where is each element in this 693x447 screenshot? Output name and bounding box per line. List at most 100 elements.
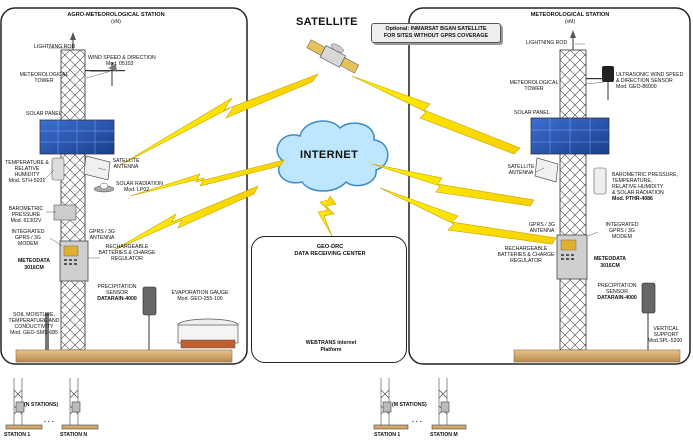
left-ground [15, 349, 233, 363]
left-temp-label-2: RELATIVE [14, 166, 40, 172]
left-baro-label-2: PRESSURE [11, 212, 41, 218]
left-temp-model: Mod. STH-5031 [8, 178, 46, 184]
left-evap-label: EVAPORATION GAUGE [171, 290, 229, 296]
pointer-lines [43, 43, 605, 259]
right-support-model: Mod.SPL-5200 [647, 338, 683, 344]
left-temp-label-3: HUMIDITY [14, 172, 40, 178]
right-tower-label-2: TOWER [524, 86, 544, 92]
left-soil-label-1: SOIL MOISTURE, [13, 312, 55, 318]
right-station-panel [408, 7, 691, 365]
right-ellipsis: . . . [412, 417, 422, 424]
satellite-title: SATELLITE [296, 16, 358, 28]
right-precip-model: DATARAIN-4000 [597, 295, 637, 301]
right-sat-antenna-label-2: ANTENNA [508, 170, 534, 176]
right-ultrasonic-model: Mod. GEO-86000 [616, 84, 657, 90]
right-precip-label-2: SENSOR [606, 289, 628, 295]
right-gprs-antenna-label-1: GPRS / 3G [529, 222, 555, 228]
right-logger-label-2: 3016CM [600, 263, 620, 269]
left-ellipsis: . . . [44, 417, 54, 424]
optional-note-line-1: Optional: INMARSAT BGAN SATELLITE [385, 26, 487, 32]
left-tower [15, 32, 239, 363]
left-station-1-label: STATION 1 [4, 432, 31, 438]
left-logger-label-2: 3016CM [24, 265, 44, 271]
optional-note-line-2: FOR SITES WITHOUT GPRS COVERAGE [383, 33, 489, 39]
webtrans-label-2: Platform [320, 347, 342, 353]
left-logger-label-1: METEODATA [17, 258, 51, 264]
right-station-subtitle: (xM) [564, 19, 576, 25]
right-multi-label-2: TEMPERATURE, [612, 178, 653, 184]
right-gprs-label-2: GPRS / 3G [609, 228, 635, 234]
right-gprs-label-3: MODEM [612, 234, 632, 240]
left-station-subtitle: (xN) [111, 19, 121, 25]
right-gprs-label-1: INTEGRATED [605, 222, 639, 228]
left-gprs-label-1: INTEGRATED [11, 229, 45, 235]
left-solar-rad-model: Mod. LP02 [124, 187, 150, 193]
right-battery-label-1: RECHARGEABLE [504, 246, 548, 252]
data-center-title-2: DATA RECEIVING CENTER [294, 251, 366, 257]
right-logger-label-1: METEODATA [593, 256, 627, 262]
right-battery-label-3: REGULATOR [510, 258, 542, 264]
right-support-label-1: VERTICAL [653, 326, 679, 332]
left-wind-sensor-label: WIND SPEED & DIRECTION [88, 55, 156, 61]
left-precip-label-1: PRECIPITATION [97, 284, 137, 290]
satellite-shape [306, 39, 360, 74]
left-precip-label-2: SENSOR [106, 290, 128, 296]
right-multi-label-4: & SOLAR RADIATION [612, 190, 664, 196]
left-wind-sensor-model: Mod. 05103 [106, 61, 134, 67]
station-m-label: STATION M [430, 432, 458, 438]
right-battery-label-2: BATTERIES & CHARGE [497, 252, 555, 258]
optional-satellite-note: Optional: INMARSAT BGAN SATELLITE FOR SI… [371, 23, 501, 43]
right-multi-label-1: BAROMETRIC PRESSURE, [612, 172, 679, 178]
right-precip-label-1: PRECIPITATION [597, 283, 637, 289]
n-stations-label: (N STATIONS) [24, 402, 59, 408]
internet-cloud [276, 120, 389, 192]
left-gprs-antenna-label-1: GPRS / 3G [89, 229, 115, 235]
left-gprs-label-3: MODEM [18, 241, 38, 247]
left-gprs-antenna-label-2: ANTENNA [89, 235, 115, 241]
right-ultrasonic-label-2: & DIRECTION SENSOR [616, 78, 673, 84]
left-station-title: AGRO-METEOROLOGICAL STATION [67, 12, 165, 18]
right-tower-label-1: METEOROLOGICAL [509, 80, 559, 86]
left-sat-antenna-label-1: SATELLITE [112, 158, 140, 164]
left-soil-label-2: TEMPERATURE AND [8, 318, 60, 324]
left-precip-model: DATARAIN-4000 [97, 296, 137, 302]
webtrans-label-1: WEBTRANS Internet [305, 340, 357, 346]
right-solar-panel-label: SOLAR PANEL [514, 110, 550, 116]
right-gprs-antenna-label-2: ANTENNA [529, 228, 555, 234]
left-battery-label-2: BATTERIES & CHARGE [98, 250, 156, 256]
software-label: GEONICA SUITE 4K [272, 288, 322, 294]
right-tower [513, 30, 681, 363]
left-temp-label-1: TEMPERATURE & [5, 160, 49, 166]
left-gprs-label-2: GPRS / 3G [15, 235, 41, 241]
left-lightning-rod-label: LIGHTNING ROD [34, 44, 76, 50]
left-tower-label-2: TOWER [34, 78, 54, 84]
left-battery-label-1: RECHARGEABLE [105, 244, 149, 250]
right-multi-label-3: RELATIVE HUMIDITY [612, 184, 664, 190]
left-baro-label-1: BAROMETRIC [8, 206, 44, 212]
data-center-panel [251, 236, 407, 363]
right-multi-model: Mod. PTHR-4086 [612, 196, 653, 202]
internet-label: INTERNET [300, 149, 359, 161]
left-solar-rad-label: SOLAR RADIATION [116, 181, 163, 187]
left-soil-model: Mod. GEO-SMS-685 [10, 330, 58, 336]
left-battery-label-3: REGULATOR [111, 256, 143, 262]
right-lightning-rod-label: LIGHTNING ROD [526, 40, 568, 46]
right-ultrasonic-label-1: ULTRASONIC WIND SPEED [616, 72, 684, 78]
left-sat-antenna-label-2: ANTENNA [113, 164, 139, 170]
right-station-1-label: STATION 1 [374, 432, 401, 438]
bottom-mini-stations [5, 378, 467, 430]
connection-bolts [113, 73, 557, 251]
left-soil-label-3: CONDUCTIVITY [14, 324, 54, 330]
data-center-title-1: GEO-DRC [316, 244, 344, 250]
left-evap-model: Mod. GEO-255-100 [177, 296, 223, 302]
left-tower-label-1: METEOROLOGICAL [19, 72, 69, 78]
right-sat-antenna-label-1: SATELLITE [507, 164, 535, 170]
right-ground [513, 349, 681, 363]
station-n-label: STATION N [60, 432, 88, 438]
m-stations-label: (M STATIONS) [392, 402, 427, 408]
right-support-label-2: SUPPORT [653, 332, 679, 338]
right-station-title: METEOROLOGICAL STATION [530, 12, 610, 18]
left-baro-model: Mod. 61302V [10, 218, 42, 224]
